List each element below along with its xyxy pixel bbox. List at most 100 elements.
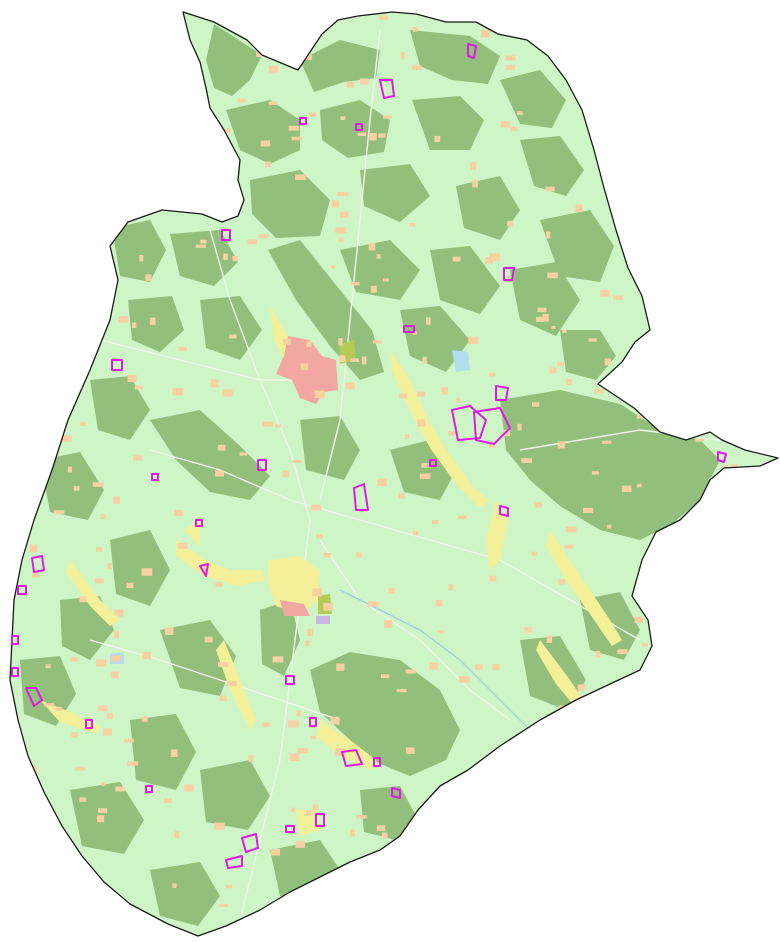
farmstead-patch [658, 379, 666, 386]
farmstead-patch [346, 81, 355, 88]
farmstead-patch [283, 339, 291, 345]
farmstead-patch [227, 681, 237, 687]
farmstead-patch [686, 153, 691, 161]
farmstead-patch [200, 239, 207, 244]
farmstead-patch [98, 808, 108, 814]
farmstead-patch [434, 135, 441, 143]
farmstead-patch [262, 722, 271, 727]
farmstead-patch [331, 200, 339, 208]
farmstead-patch [689, 663, 694, 671]
farmstead-patch [54, 17, 61, 23]
farmstead-patch [96, 547, 103, 552]
farmstead-patch [521, 458, 533, 463]
farmstead-patch [197, 115, 206, 123]
farmstead-patch [409, 223, 416, 227]
farmstead-patch [323, 552, 331, 558]
farmstead-patch [381, 832, 388, 839]
farmstead-patch [350, 282, 360, 286]
farmstead-patch [314, 390, 325, 399]
farmstead-patch [747, 380, 753, 384]
forest-areas [20, 24, 720, 926]
farmstead-patch [604, 358, 611, 366]
farmstead-patch [287, 720, 299, 728]
farmstead-patch [225, 885, 233, 889]
farmstead-patch [151, 115, 158, 123]
farmstead-patch [485, 898, 491, 903]
farmstead-patch [149, 317, 156, 326]
farmstead-patch [164, 627, 174, 635]
farmstead-patch [296, 710, 302, 717]
farmstead-patch [502, 870, 509, 878]
farmstead-patch [201, 567, 207, 574]
farmstead-patch [564, 38, 575, 45]
farmstead-patch [178, 346, 187, 352]
farmstead-patch [269, 65, 278, 73]
farmstead-patch [717, 884, 723, 890]
farmstead-patch [215, 470, 224, 477]
farmstead-patch [401, 52, 406, 60]
farmstead-patch [73, 485, 80, 491]
farmstead-patch [378, 133, 386, 138]
farmstead-patch [617, 365, 629, 369]
farmstead-patch [539, 720, 550, 728]
farmstead-patch [132, 322, 137, 328]
farmstead-patch [177, 542, 188, 549]
farmstead-patch [88, 236, 95, 240]
farmstead-patch [384, 620, 393, 628]
farmstead-patch [531, 551, 537, 556]
farmstead-patch [421, 462, 431, 468]
farmstead-patch [104, 216, 113, 221]
farmstead-patch [43, 703, 55, 707]
farmstead-patch [685, 622, 693, 629]
farmstead-patch [347, 901, 357, 905]
farmstead-patch [568, 38, 575, 42]
farmstead-patch [695, 438, 704, 442]
farmstead-patch [588, 338, 597, 342]
farmstead-patch [372, 340, 382, 344]
farmstead-patch [663, 23, 674, 30]
farmstead-patch [376, 899, 383, 908]
farmstead-patch [524, 627, 532, 633]
farmstead-patch [579, 800, 588, 809]
farmstead-patch [75, 767, 86, 771]
farmstead-patch [223, 253, 228, 260]
farmstead-patch [141, 716, 148, 722]
farmstead-patch [727, 602, 735, 606]
farmstead-patch [264, 22, 270, 29]
farmstead-patch [56, 706, 62, 711]
farmstead-patch [23, 476, 30, 485]
farmstead-patch [595, 650, 601, 658]
farmstead-patch [620, 829, 627, 834]
farmstead-patch [718, 284, 730, 292]
farmstead-patch [297, 748, 309, 754]
farmstead-patch [532, 402, 540, 407]
farmstead-patch [765, 478, 777, 483]
farmstead-patch [574, 35, 583, 43]
farmstead-patch [367, 601, 379, 607]
farmstead-patch [621, 485, 632, 492]
farmstead-patch [272, 656, 284, 663]
farmstead-patch [452, 256, 461, 262]
farmstead-patch [556, 764, 567, 772]
farmstead-patch [381, 674, 390, 679]
farmstead-patch [758, 359, 764, 368]
farmstead-patch [382, 278, 389, 282]
farmstead-patch [32, 474, 40, 479]
farmstead-patch [412, 65, 422, 70]
farmstead-patch [172, 388, 184, 396]
farmstead-patch [557, 441, 566, 449]
farmstead-patch [551, 325, 556, 329]
residential-settlement-areas [40, 306, 622, 836]
farmstead-patch [92, 482, 104, 487]
farmstead-patch [745, 690, 757, 697]
farmstead-patch [695, 194, 707, 201]
farmstead-patch [706, 525, 712, 530]
farmstead-patch [396, 688, 407, 693]
farmstead-patch [258, 234, 269, 239]
farmstead-patch [262, 421, 274, 427]
farmstead-patch [542, 313, 549, 322]
farmstead-patch [12, 70, 22, 79]
farmstead-patch [448, 584, 454, 591]
farmstead-patch [535, 502, 542, 508]
farmstead-patch [575, 204, 583, 213]
